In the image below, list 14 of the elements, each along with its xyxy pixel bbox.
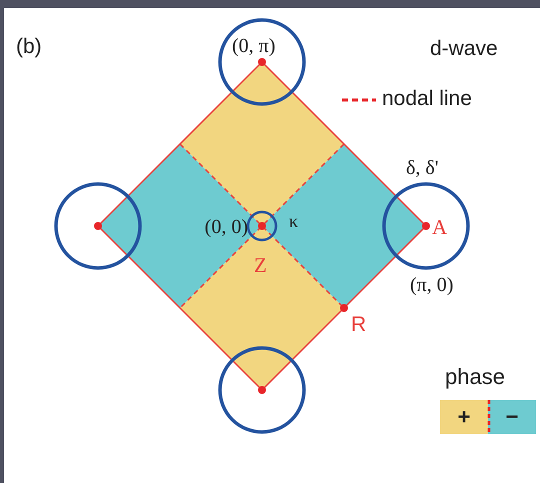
point-label: (0, 0) xyxy=(204,217,248,237)
point-label: R xyxy=(351,314,366,335)
legend-text: nodal line xyxy=(382,88,472,109)
phase-swatch: + xyxy=(440,400,488,434)
legend-title: phase xyxy=(445,366,505,388)
point-label: A xyxy=(432,217,448,238)
point-label: δ, δ' xyxy=(406,158,438,178)
legend-title: d-wave xyxy=(430,38,498,59)
point-label: κ xyxy=(289,212,298,230)
phase-swatch: − xyxy=(488,400,536,434)
point-label: (0, π) xyxy=(232,36,276,56)
point-label: Z xyxy=(254,255,267,276)
panel-label: (b) xyxy=(16,36,42,57)
point-label: (π, 0) xyxy=(410,275,454,295)
